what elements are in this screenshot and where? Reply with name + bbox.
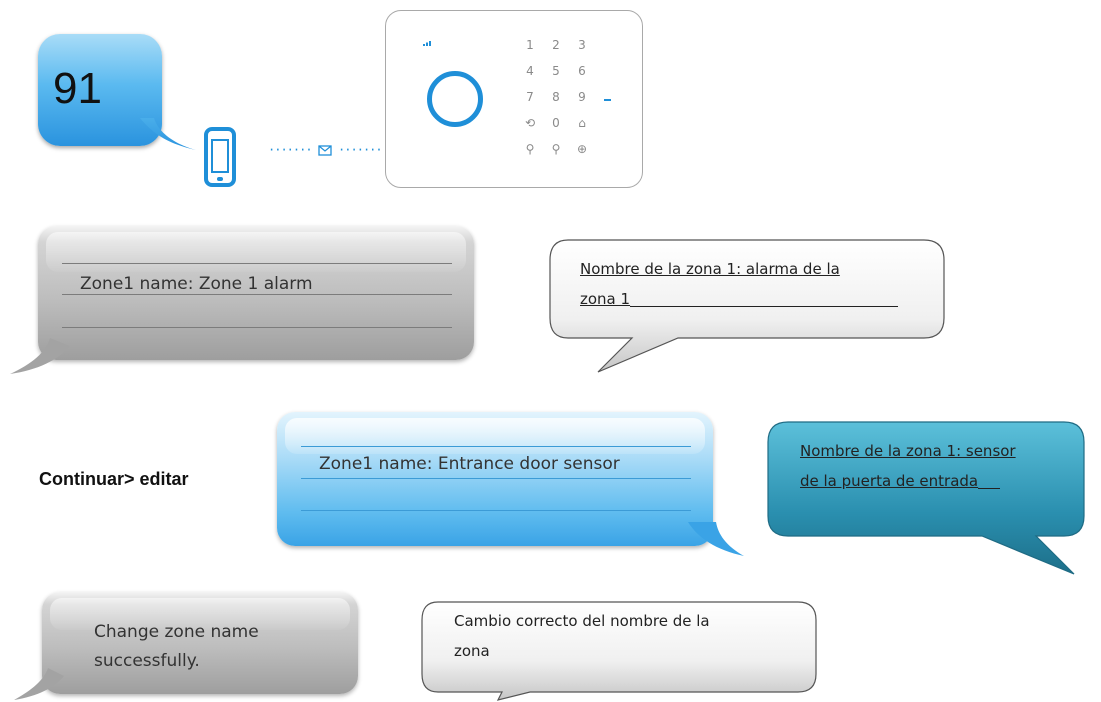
- number-value: 91: [53, 64, 102, 113]
- keypad-key[interactable]: 3: [578, 38, 586, 52]
- keypad-key[interactable]: 7: [526, 90, 534, 104]
- keypad-key[interactable]: 6: [578, 64, 586, 78]
- translation-3-line1: Cambio correcto del nombre de la: [454, 612, 710, 630]
- translation-3: Cambio correcto del nombre de la zona: [454, 606, 710, 666]
- keypad-key[interactable]: ⊕: [576, 142, 588, 156]
- sms-3-line2: successfully.: [94, 651, 200, 671]
- envelope-icon: [318, 145, 332, 156]
- sms-1-text: Zone1 name: Zone 1 alarm: [80, 274, 313, 294]
- step-label: Continuar> editar: [39, 469, 189, 489]
- alarm-panel: 1 2 3 4 5 6 7 8 9 ⟲ 0 ⌂ ⚲ ⚲ ⊕: [385, 10, 643, 188]
- signal-icon: [423, 41, 431, 46]
- keypad-key[interactable]: ⌂: [578, 116, 586, 130]
- translation-callout-3: [421, 601, 817, 701]
- translation-1-line1: Nombre de la zona 1: alarma de la: [580, 260, 840, 278]
- translation-2-line1: Nombre de la zona 1: sensor: [800, 442, 1016, 460]
- translation-1-line2: zona 1: [580, 290, 631, 308]
- keypad-key[interactable]: 0: [552, 116, 560, 130]
- sms-2-text: Zone1 name: Entrance door sensor: [319, 454, 620, 474]
- keypad-key[interactable]: 4: [526, 64, 534, 78]
- keypad: 1 2 3 4 5 6 7 8 9 ⟲ 0 ⌂ ⚲ ⚲ ⊕: [517, 37, 597, 158]
- keypad-key[interactable]: 2: [552, 38, 560, 52]
- translation-1: Nombre de la zona 1: alarma de la zona 1: [580, 254, 899, 314]
- sms-bubble-1-tail: [10, 338, 70, 374]
- sms-bubble-3-tail: [14, 668, 64, 700]
- keypad-key[interactable]: ⟲: [524, 116, 536, 130]
- status-indicator: [604, 99, 611, 101]
- translation-2-line2: de la puerta de entrada: [800, 472, 979, 490]
- phone-icon: [204, 127, 236, 187]
- number-bubble: 91: [38, 34, 162, 146]
- keypad-key[interactable]: 5: [552, 64, 560, 78]
- sms-bubble-2: Zone1 name: Entrance door sensor: [277, 412, 713, 546]
- keypad-key[interactable]: 1: [526, 38, 534, 52]
- keypad-key[interactable]: ⚲: [525, 142, 535, 156]
- sms-bubble-2-tail: [688, 522, 744, 556]
- translation-3-line2: zona: [454, 642, 490, 660]
- keypad-key[interactable]: 8: [552, 90, 560, 104]
- number-bubble-tail: [140, 118, 196, 150]
- keypad-key[interactable]: 9: [578, 90, 586, 104]
- translation-2: Nombre de la zona 1: sensor de la puerta…: [800, 436, 1016, 496]
- sms-3-text: Change zone name successfully.: [94, 618, 259, 676]
- keypad-key[interactable]: ⚲: [551, 142, 561, 156]
- sms-3-line1: Change zone name: [94, 622, 259, 642]
- ring-icon: [427, 71, 483, 127]
- sms-connection: ······· ·······: [268, 143, 383, 157]
- sms-bubble-1: Zone1 name: Zone 1 alarm: [38, 226, 474, 360]
- sms-bubble-3: Change zone name successfully.: [42, 592, 358, 694]
- translation-callout-2: [767, 421, 1085, 575]
